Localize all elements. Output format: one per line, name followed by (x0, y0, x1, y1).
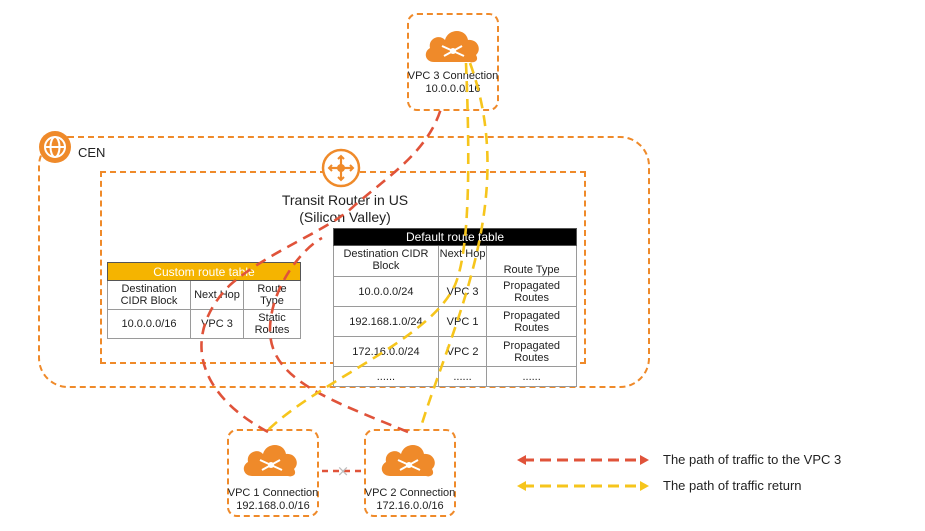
table-cell: VPC 3 (190, 309, 244, 339)
table-cell: Propagated Routes (486, 306, 577, 337)
table-cell: VPC 2 (437, 336, 488, 367)
router-icon (321, 148, 361, 188)
vpc1-name: VPC 1 Connection (227, 487, 319, 499)
transit-router-title: Transit Router in US (Silicon Valley) (282, 192, 408, 226)
vpc1-cidr: 192.168.0.0/16 (236, 500, 310, 512)
transit-router-title-line1: Transit Router in US (281, 192, 409, 208)
cloud-network-icon (243, 445, 297, 477)
legend-to-vpc3: The path of traffic to the VPC 3 (663, 452, 842, 467)
table-header: Route Type (486, 245, 577, 277)
legend-return: The path of traffic return (663, 478, 802, 493)
table-header: Destination CIDR Block (333, 245, 439, 277)
table-row: 10.0.0.0/24 VPC 3 Propagated Routes (333, 276, 577, 307)
table-cell: 10.0.0.0/16 (107, 309, 191, 339)
legend-line-to-vpc3 (517, 455, 649, 465)
cloud-network-icon (425, 31, 479, 63)
table-header: Next Hop (190, 280, 244, 310)
table-cell: VPC 3 (437, 276, 488, 307)
table-cell: VPC 1 (437, 306, 488, 337)
globe-icon (39, 131, 71, 163)
custom-table-title: Custom route table (107, 262, 301, 281)
table-cell: Propagated Routes (486, 336, 577, 367)
default-route-table: Default route table Destination CIDR Blo… (333, 228, 577, 387)
vpc3-name: VPC 3 Connection (407, 70, 499, 82)
vpc2-name: VPC 2 Connection (364, 487, 456, 499)
blocked-mark: × (337, 462, 350, 480)
table-cell: ...... (486, 366, 577, 387)
custom-route-table: Custom route table Destination CIDR Bloc… (107, 262, 301, 339)
cloud-network-icon (381, 445, 435, 477)
legend-line-return (517, 481, 649, 491)
transit-router-title-line2: (Silicon Valley) (299, 209, 391, 225)
table-header: Destination CIDR Block (107, 280, 191, 310)
table-row: ...... ...... ...... (333, 366, 577, 387)
cen-label: CEN (78, 145, 106, 160)
table-header: Next Hop (437, 245, 488, 277)
table-cell: 10.0.0.0/24 (333, 276, 439, 307)
table-cell: Static Routes (243, 309, 301, 339)
table-cell: Propagated Routes (486, 276, 577, 307)
vpc3-cidr: 10.0.0.0/16 (425, 83, 481, 95)
vpc2-cidr: 172.16.0.0/16 (376, 500, 444, 512)
table-cell: ...... (437, 366, 488, 387)
table-cell: 192.168.1.0/24 (333, 306, 439, 337)
table-row: 192.168.1.0/24 VPC 1 Propagated Routes (333, 306, 577, 337)
table-cell: ...... (333, 366, 439, 387)
table-row: 172.16.0.0/24 VPC 2 Propagated Routes (333, 336, 577, 367)
table-cell: 172.16.0.0/24 (333, 336, 439, 367)
table-row: 10.0.0.0/16 VPC 3 Static Routes (107, 309, 301, 339)
table-header: Route Type (243, 280, 301, 310)
default-table-title: Default route table (333, 228, 577, 246)
